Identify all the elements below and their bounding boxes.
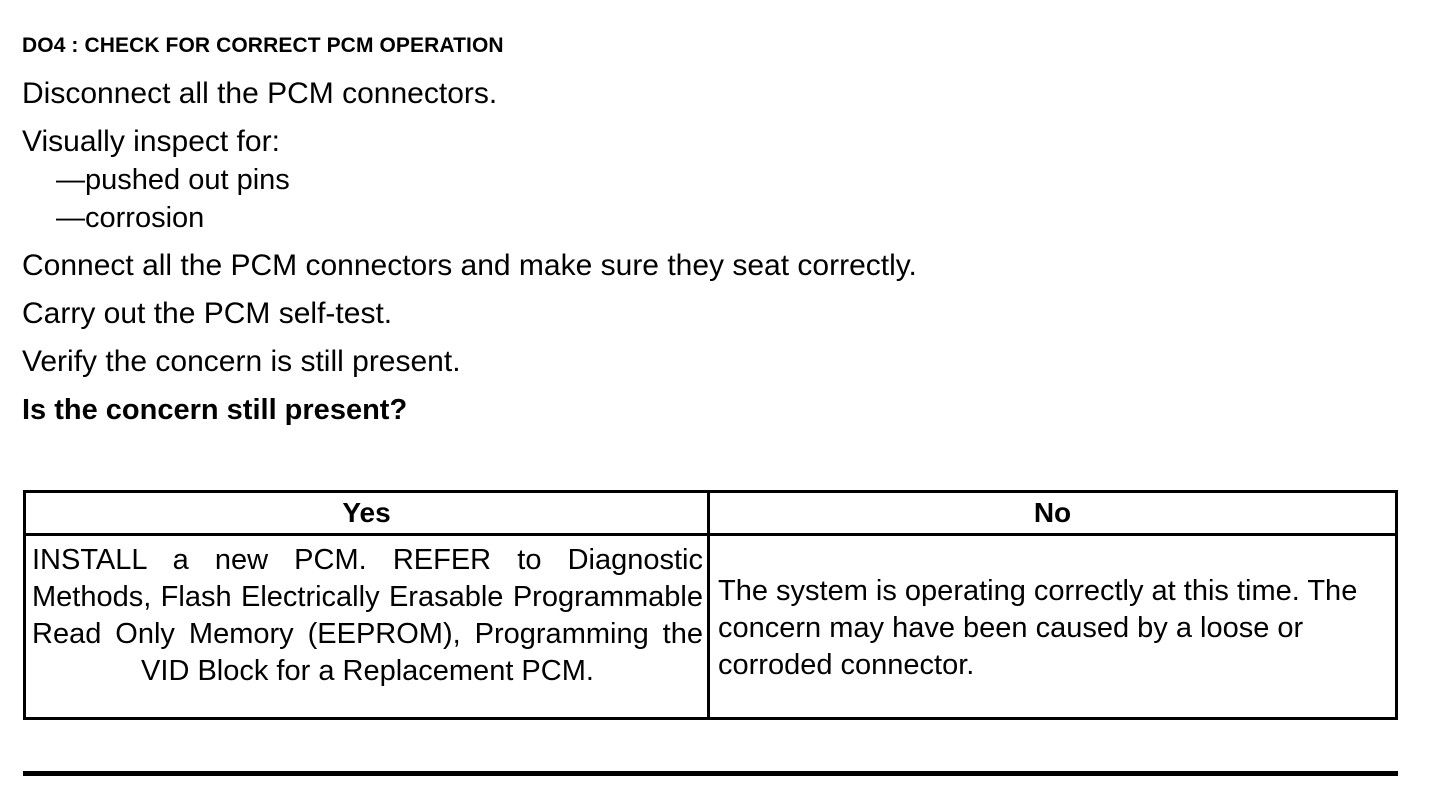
instruction-list: Disconnect all the PCM connectors. Visua… [22, 77, 1412, 426]
table-cell-no-action: The system is operating correctly at thi… [710, 536, 1395, 720]
table-header-yes: Yes [26, 493, 710, 533]
instruction-line-2: Visually inspect for: [22, 125, 280, 158]
instruction-bullet-pushed-out-pins: —pushed out pins [56, 164, 290, 196]
instruction-line-3: Connect all the PCM connectors and make … [22, 249, 917, 282]
decision-table: Yes No INSTALL a new PCM. REFER to Diagn… [23, 490, 1398, 720]
table-header-no: No [1033, 497, 1072, 528]
page-title: DO4 : CHECK FOR CORRECT PCM OPERATION [22, 34, 504, 57]
table-header-row: Yes No [26, 493, 1395, 536]
table-cell-no-text: The system is operating correctly at thi… [718, 574, 1358, 681]
instruction-line-5: Verify the concern is still present. [22, 345, 461, 378]
footer-divider [23, 771, 1398, 776]
decision-question: Is the concern still present? [22, 394, 408, 426]
table-cell-yes-action: INSTALL a new PCM. REFER to Diagnostic M… [26, 536, 710, 720]
instruction-line-1: Disconnect all the PCM connectors. [22, 77, 498, 110]
instruction-line-4: Carry out the PCM self-test. [22, 297, 393, 330]
instruction-bullet-corrosion: —corrosion [56, 202, 205, 234]
table-row: INSTALL a new PCM. REFER to Diagnostic M… [26, 536, 1395, 720]
